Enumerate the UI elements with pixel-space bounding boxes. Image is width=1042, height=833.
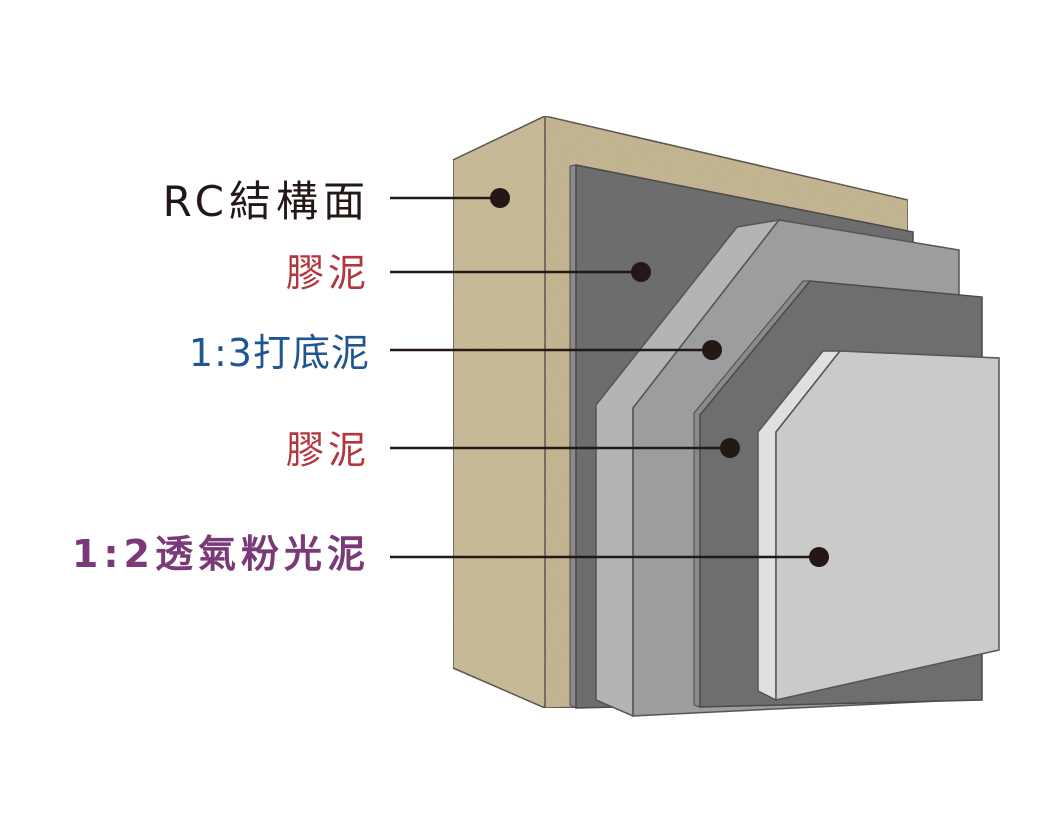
label-finish-coat: 1:2透氣粉光泥 <box>71 532 370 576</box>
leader-glue2 <box>390 438 740 458</box>
finish-coat-layer <box>757 350 1000 702</box>
finish-front-face <box>775 350 1000 701</box>
leader-dot-glue2 <box>720 438 740 458</box>
label-base-coat: 1:3打底泥 <box>188 331 370 375</box>
leader-dot-rc <box>490 188 510 208</box>
label-rc-structure: RC結構面 <box>162 177 370 226</box>
leader-finish <box>390 547 829 567</box>
leader-dot-finish <box>809 547 829 567</box>
leader-glue1 <box>390 262 651 282</box>
leader-dot-glue1 <box>631 262 651 282</box>
leader-rc <box>390 188 510 208</box>
label-glue-2: 膠泥 <box>285 428 370 472</box>
label-glue-1: 膠泥 <box>285 251 370 295</box>
leader-base <box>390 340 722 360</box>
leader-dot-base <box>702 340 722 360</box>
glue1-side-face <box>569 164 577 709</box>
